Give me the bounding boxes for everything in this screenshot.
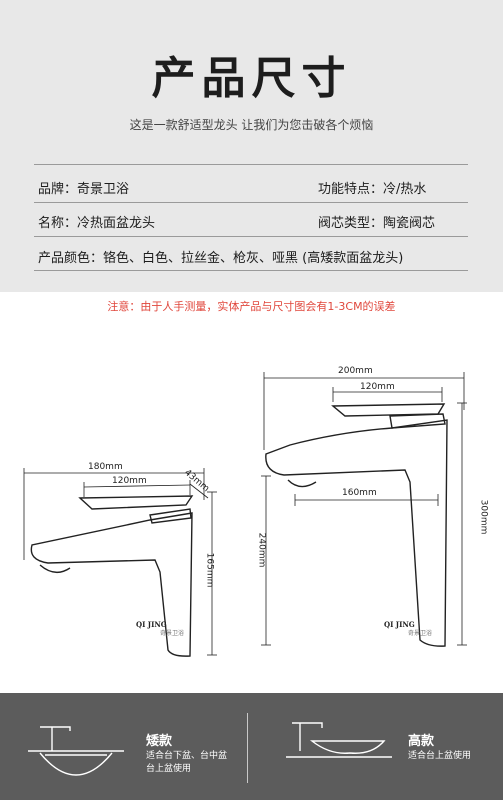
brand-mark-right: QI JING	[384, 620, 415, 629]
brand-mark-right-sub: 奇景卫浴	[408, 630, 433, 637]
dim-left-height: 165mm	[204, 552, 215, 588]
dim-left-handle-width: 120mm	[112, 476, 147, 486]
spec-brand: 品牌：奇景卫浴	[38, 182, 130, 197]
high-model-title: 高款	[408, 734, 435, 749]
divider-line	[34, 236, 468, 237]
divider-line	[34, 270, 468, 271]
brand-mark-left: QI JING	[136, 620, 167, 629]
divider-line	[34, 164, 468, 165]
usage-panel	[0, 693, 503, 800]
brand-mark-left-sub: 奇景卫浴	[160, 630, 185, 637]
high-faucet-drawing	[265, 403, 448, 647]
measurement-notice: 注意：由于人手测量，实体产品与尺寸图会有1-3CM的误差	[107, 300, 396, 313]
dim-right-height: 300mm	[478, 499, 489, 535]
divider-line	[34, 202, 468, 203]
undermount-basin-icon	[28, 726, 124, 776]
spec-valve: 阀芯类型：陶瓷阀芯	[318, 216, 436, 231]
spec-panel	[0, 0, 503, 292]
page-title: 产品尺寸	[151, 53, 352, 104]
dim-right-handle-width: 120mm	[360, 382, 395, 392]
dim-right-spout-height: 240mm	[256, 532, 267, 568]
low-model-desc-1: 适合台下盆、台中盆	[146, 751, 228, 761]
spec-colors: 产品颜色：铬色、白色、拉丝金、枪灰、哑黑 (高矮款面盆龙头)	[38, 251, 404, 266]
low-model-desc-2: 台上盆使用	[146, 764, 192, 774]
faucet-diagram	[23, 372, 467, 657]
spec-feature: 功能特点：冷/热水	[318, 182, 427, 197]
low-faucet-drawing	[30, 495, 194, 657]
low-model-title: 矮款	[146, 734, 173, 749]
spec-name: 名称：冷热面盆龙头	[38, 216, 156, 231]
dim-right-total-width: 200mm	[338, 366, 373, 376]
bottom-divider	[247, 713, 248, 783]
page-subtitle: 这是一款舒适型龙头 让我们为您击破各个烦恼	[129, 118, 374, 132]
dim-right-spout-reach: 160mm	[342, 488, 377, 498]
usage-illustrations	[28, 722, 392, 776]
vessel-basin-icon	[286, 722, 392, 758]
dim-left-total-width: 180mm	[88, 462, 123, 472]
high-model-desc-1: 适合台上盆使用	[408, 751, 472, 761]
